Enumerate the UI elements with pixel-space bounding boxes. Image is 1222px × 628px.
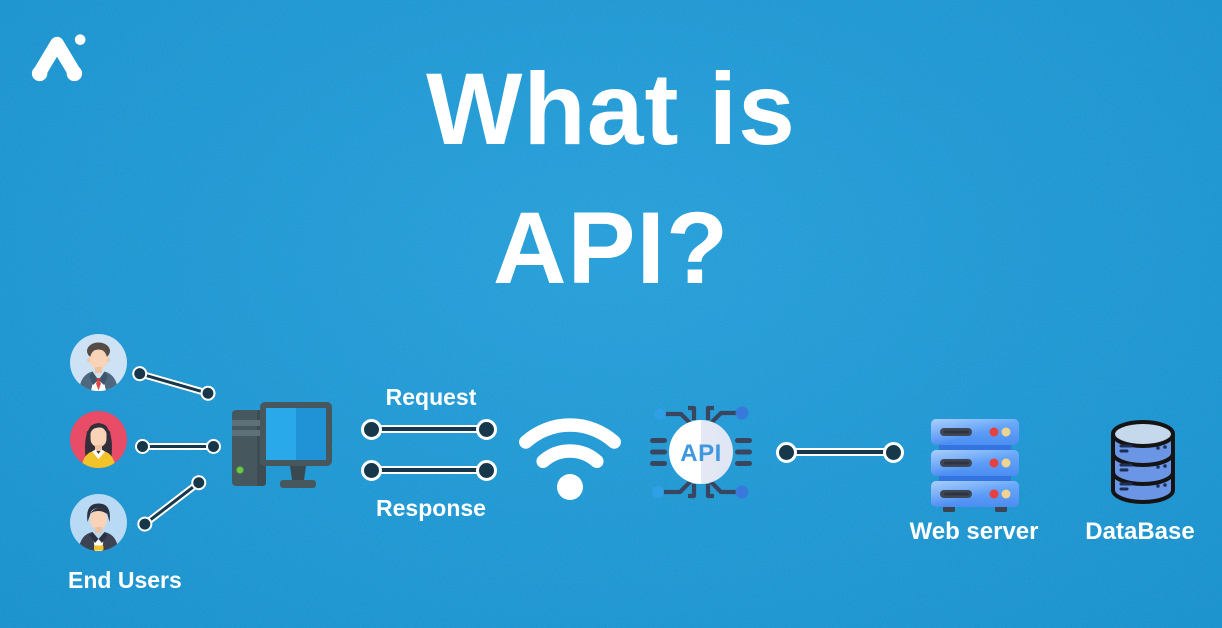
response-label: Response bbox=[376, 495, 486, 521]
connector-endpoint-dot bbox=[130, 363, 150, 382]
connector-line bbox=[793, 448, 886, 456]
connector-endpoint-dot bbox=[134, 438, 150, 454]
connector-line bbox=[378, 425, 479, 433]
connector-endpoint-dot bbox=[360, 459, 382, 481]
connector-endpoint-dot bbox=[775, 441, 797, 463]
connector-endpoint-dot bbox=[475, 459, 497, 481]
database-label: DataBase bbox=[1085, 518, 1195, 545]
database-icon bbox=[1111, 420, 1175, 504]
api-chip-icon: API bbox=[650, 405, 752, 499]
end-users-label: End Users bbox=[68, 567, 182, 593]
connector-line bbox=[146, 442, 209, 450]
connector-endpoint-dot bbox=[475, 418, 497, 440]
woman-avatar-icon bbox=[70, 411, 127, 468]
web-server-icon bbox=[931, 419, 1019, 512]
connector-response bbox=[360, 458, 497, 482]
connector-api-server bbox=[775, 440, 904, 464]
connector-endpoint-dot bbox=[882, 441, 904, 463]
connector-line bbox=[143, 370, 205, 395]
businessman-avatar-icon bbox=[70, 334, 127, 391]
page-title: What is API? bbox=[0, 40, 1222, 317]
connector-endpoint-dot bbox=[205, 438, 221, 454]
title-line-2: API? bbox=[492, 190, 730, 305]
connector-line bbox=[145, 482, 197, 524]
web-server-label: Web server bbox=[909, 518, 1039, 545]
headset-logo-icon bbox=[31, 34, 86, 82]
young-man-avatar-icon bbox=[70, 494, 127, 551]
api-chip-label: API bbox=[680, 440, 722, 467]
request-label: Request bbox=[385, 384, 477, 410]
connector-line bbox=[378, 466, 479, 474]
connector-user3-computer bbox=[131, 469, 210, 537]
connector-user2-computer bbox=[134, 435, 221, 457]
desktop-computer-icon bbox=[232, 402, 332, 488]
connector-user1-computer bbox=[130, 360, 219, 405]
connector-endpoint-dot bbox=[198, 383, 218, 402]
wifi-icon bbox=[519, 418, 621, 500]
connector-request bbox=[360, 417, 497, 441]
connector-endpoint-dot bbox=[360, 418, 382, 440]
title-line-1: What is bbox=[426, 52, 796, 166]
